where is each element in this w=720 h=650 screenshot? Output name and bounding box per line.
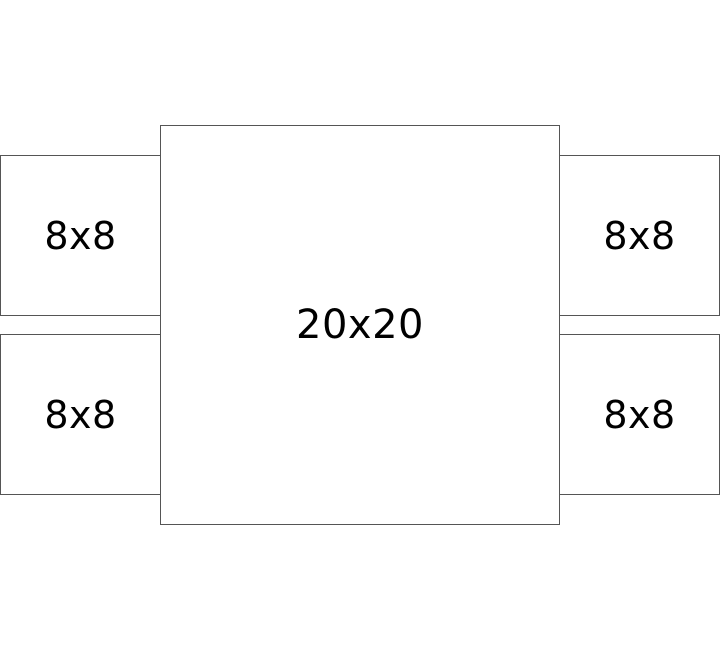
frame-size-label: 8x8	[44, 213, 117, 258]
frame-8x8-left-top: 8x8	[0, 155, 161, 316]
frame-8x8-right-top: 8x8	[559, 155, 720, 316]
frame-20x20-center: 20x20	[160, 125, 560, 525]
frame-size-label: 8x8	[603, 213, 676, 258]
frame-8x8-left-bottom: 8x8	[0, 334, 161, 495]
frame-8x8-right-bottom: 8x8	[559, 334, 720, 495]
frame-size-label: 8x8	[603, 392, 676, 437]
frame-size-label: 20x20	[296, 302, 424, 348]
frame-size-label: 8x8	[44, 392, 117, 437]
